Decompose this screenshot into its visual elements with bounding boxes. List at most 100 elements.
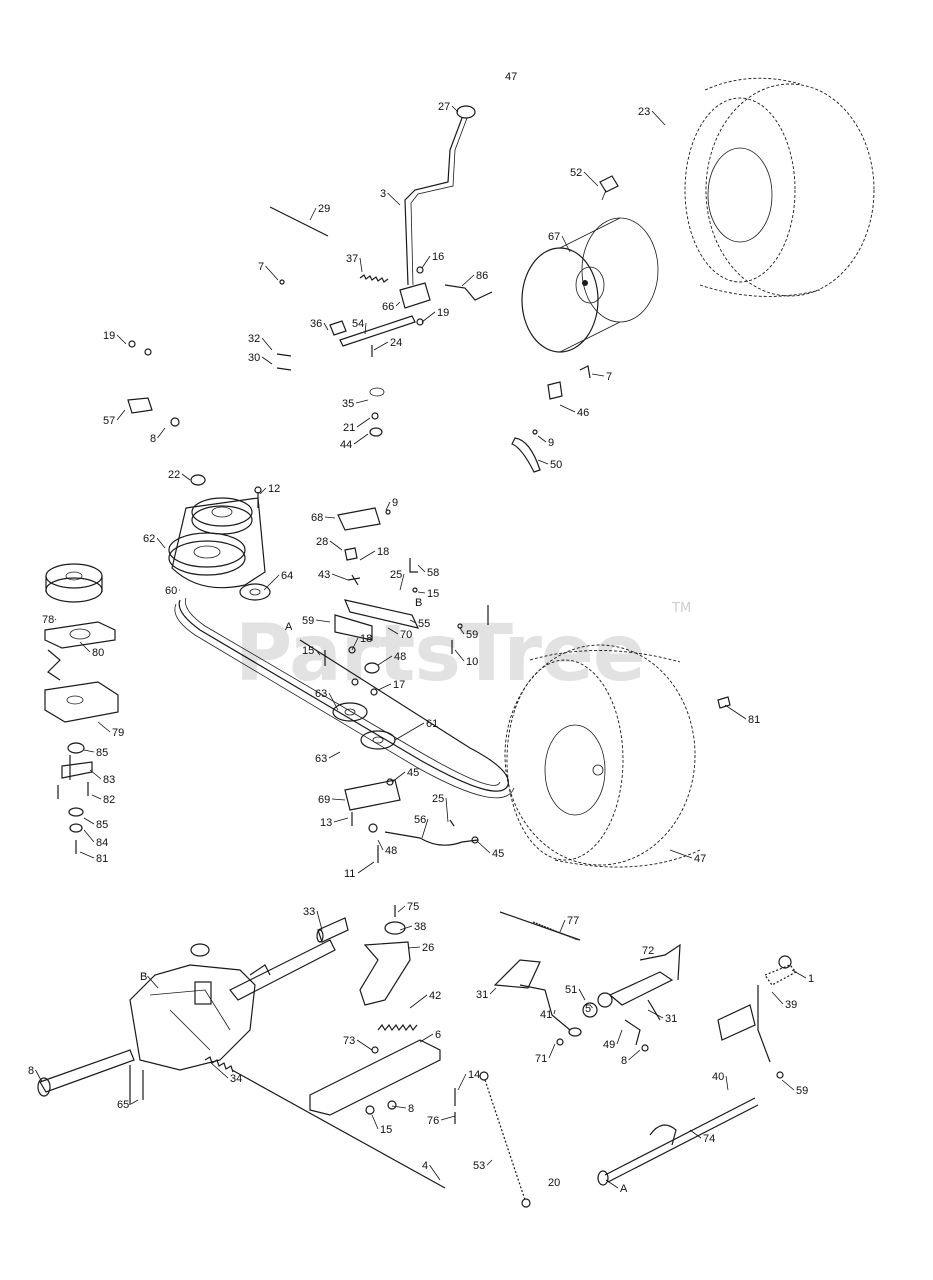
idler-64: [239, 583, 271, 601]
callout-leader: [399, 573, 405, 591]
callout-leader: [461, 274, 475, 287]
rod-53: [231, 1069, 446, 1189]
callout-leader: [324, 516, 336, 519]
callout-label: 43: [318, 569, 330, 581]
callout-label: 39: [785, 999, 797, 1011]
callout-label: 83: [103, 774, 115, 786]
callout-label: 85: [96, 819, 108, 831]
callout-leader: [628, 1049, 641, 1061]
callout-label: 61: [426, 718, 438, 730]
part-86: [444, 284, 493, 301]
callout-leader: [651, 110, 666, 126]
callout-label: 59: [466, 629, 478, 641]
callout-label: 17: [393, 679, 405, 691]
callout-label: 80: [92, 647, 104, 659]
callout-leader: [79, 851, 95, 859]
callout-label: 48: [385, 845, 397, 857]
callout-leader: [421, 311, 436, 323]
callout-label: 23: [638, 106, 650, 118]
callout-label: 7: [258, 261, 264, 273]
callout-label: 81: [96, 853, 108, 865]
callout-leader: [97, 721, 111, 733]
callout-leader: [397, 905, 406, 913]
link-54: [339, 315, 416, 347]
callout-leader: [387, 627, 399, 635]
callout-label: 15: [302, 645, 314, 657]
drive-belt: [174, 597, 515, 799]
callout-label: 51: [565, 984, 577, 996]
callout-label: 27: [438, 101, 450, 113]
callout-leader: [357, 861, 375, 874]
bracket-66: [399, 282, 431, 309]
callout-leader: [351, 637, 359, 651]
callout-label: 67: [548, 231, 560, 243]
brake-assembly: [493, 943, 681, 1052]
callout-leader: [725, 1075, 729, 1091]
callout-label: 64: [281, 570, 293, 582]
callout-label: 35: [342, 398, 354, 410]
callout-leader: [91, 794, 102, 800]
callout-label: 45: [492, 848, 504, 860]
callout-leader: [356, 1039, 373, 1051]
callout-leader: [377, 839, 384, 851]
callout-label: 14: [468, 1069, 480, 1081]
callout-leader: [373, 341, 389, 351]
callout-label: 7: [606, 371, 612, 383]
callout-label: 29: [318, 203, 330, 215]
callout-label: 19: [103, 330, 115, 342]
callout-leader: [440, 1115, 456, 1121]
callout-label: 82: [103, 794, 115, 806]
callout-leader: [399, 925, 413, 931]
callout-leader: [395, 301, 401, 307]
callout-leader: [79, 641, 91, 653]
channel-73: [309, 1039, 441, 1116]
callout-leader: [489, 987, 497, 995]
callout-label: 59: [796, 1085, 808, 1097]
idler-arm: [344, 599, 420, 629]
pedal-and-shaft: [597, 955, 797, 1186]
callout-leader: [559, 404, 576, 413]
callout-leader: [689, 1129, 702, 1139]
callout-label: 21: [343, 422, 355, 434]
callout-label: 57: [103, 415, 115, 427]
callout-label: 69: [318, 794, 330, 806]
callout-label: 25: [390, 569, 402, 581]
callout-label: 34: [230, 1073, 242, 1085]
callout-leader: [417, 564, 426, 573]
callout-leader: [537, 459, 549, 465]
sleeve-33: [317, 917, 349, 943]
callout-label: B: [415, 597, 422, 609]
callout-leader: [116, 334, 127, 345]
callout-label: 70: [400, 629, 412, 641]
callout-label: 68: [311, 512, 323, 524]
callout-label: 24: [390, 337, 402, 349]
callout-label: 20: [548, 1177, 560, 1189]
callout-label: 13: [320, 817, 332, 829]
callout-leader: [83, 829, 95, 843]
callout-label: 8: [621, 1055, 627, 1067]
idler-pulleys-63: [332, 702, 396, 750]
callout-label: 3: [380, 188, 386, 200]
callout-leader: [391, 771, 406, 783]
callout-label: 56: [414, 814, 426, 826]
callout-label: 36: [310, 318, 322, 330]
callout-label: 74: [703, 1133, 715, 1145]
callout-leader: [356, 417, 371, 428]
callout-label: 85: [96, 747, 108, 759]
callout-leader: [409, 994, 428, 1009]
callout-leader: [377, 655, 393, 666]
callout-label: 71: [535, 1053, 547, 1065]
callout-leader: [328, 692, 339, 711]
rod: [269, 206, 329, 237]
callout-label: 46: [577, 407, 589, 419]
callout-leader: [35, 1069, 43, 1083]
callout-leader: [451, 105, 459, 113]
spring-38: [499, 911, 581, 941]
callout-label: 63: [315, 688, 327, 700]
callout-label: 75: [407, 901, 419, 913]
callout-leader: [548, 1043, 556, 1059]
part-50: [511, 437, 541, 473]
callout-leader: [724, 704, 747, 720]
callout-label: 58: [427, 567, 439, 579]
